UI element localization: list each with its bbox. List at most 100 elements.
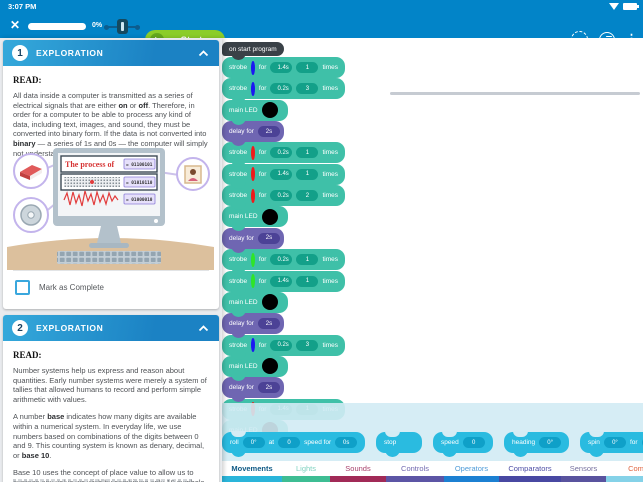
tab-sensors[interactable]: Sensors (569, 464, 598, 473)
color-swatch[interactable] (251, 145, 255, 160)
duration-value[interactable]: 2s (257, 318, 280, 330)
count-value[interactable]: 1 (296, 62, 319, 73)
tab-operators[interactable]: Operators (454, 464, 489, 473)
param-value[interactable]: 0° (242, 437, 265, 448)
color-swatch[interactable] (251, 338, 255, 353)
color-swatch[interactable] (251, 188, 255, 203)
duration-value[interactable]: 2s (257, 232, 280, 244)
duration-value[interactable]: 0.2s (270, 254, 293, 266)
screen-headline: The process of (65, 160, 115, 169)
speed-slider[interactable] (104, 19, 140, 34)
status-bar: 3:07 PM (0, 0, 643, 14)
block-label: for (258, 192, 267, 200)
section-header-2[interactable]: 2 EXPLORATION (3, 315, 219, 341)
block-label: times (322, 192, 338, 200)
color-swatch[interactable] (251, 60, 255, 75)
tab-movements[interactable]: Movements (231, 464, 273, 473)
block-label: strobe (229, 149, 248, 157)
param-value[interactable]: 0s (641, 437, 643, 448)
color-swatch[interactable] (251, 81, 255, 96)
block-label: times (322, 85, 338, 93)
param-value[interactable]: 0° (603, 437, 626, 448)
tab-controls[interactable]: Controls (401, 464, 429, 473)
block-label: strobe (229, 256, 248, 264)
duration-value[interactable]: 2s (257, 382, 280, 394)
block-label: for (258, 64, 267, 71)
duration-value[interactable]: 0.2s (270, 190, 293, 202)
count-value[interactable]: 1 (296, 147, 319, 159)
lesson-paragraph: A number base indicates how many digits … (13, 412, 205, 460)
duration-value[interactable]: 2s (257, 126, 280, 138)
duration-value[interactable]: 1.4s (270, 168, 293, 180)
param-value[interactable]: 0s (335, 437, 358, 448)
count-value[interactable]: 3 (296, 339, 319, 351)
keyboard (57, 251, 161, 264)
count-value[interactable]: 2 (296, 190, 319, 202)
code-block-mainled[interactable]: main LED (222, 355, 288, 381)
color-swatch[interactable] (251, 167, 255, 182)
slider-handle[interactable] (117, 19, 128, 34)
tab-comparators[interactable]: Comparators (508, 464, 552, 473)
color-swatch[interactable] (261, 208, 278, 225)
tab-lights[interactable]: Lights (295, 464, 316, 473)
param-value[interactable]: 0° (539, 437, 562, 448)
code-block-mainled[interactable]: main LED (222, 99, 288, 125)
section-header-1[interactable]: 1 EXPLORATION (3, 40, 219, 66)
palette-scrollbar[interactable] (390, 92, 640, 95)
color-swatch[interactable] (261, 102, 278, 119)
duration-value[interactable]: 0.2s (270, 83, 293, 95)
color-swatch[interactable] (261, 294, 278, 311)
block-label: strobe (229, 85, 248, 93)
code-block-start[interactable]: on start program (222, 42, 284, 60)
block-label: delay for (229, 384, 254, 392)
palette-block-stop[interactable]: stop (376, 431, 423, 457)
count-value[interactable]: 1 (296, 168, 319, 180)
color-swatch[interactable] (251, 274, 255, 288)
param-value[interactable]: 0 (278, 437, 301, 448)
collapse-chevron-icon[interactable] (198, 49, 209, 57)
section-title: EXPLORATION (36, 323, 104, 333)
duration-value[interactable]: 1.4s (270, 62, 293, 73)
block-label: for (629, 439, 638, 446)
duration-value[interactable]: 1.4s (270, 275, 293, 287)
tab-strip-operators (444, 476, 499, 482)
count-value[interactable]: 3 (296, 83, 319, 95)
collapse-chevron-icon[interactable] (198, 324, 209, 332)
block-label: times (322, 149, 338, 157)
tab-comms[interactable]: Comms (628, 464, 643, 473)
count-value[interactable]: 1 (296, 254, 319, 266)
param-value[interactable]: 0 (462, 437, 485, 448)
color-swatch[interactable] (251, 252, 255, 267)
count-value[interactable]: 1 (296, 275, 319, 287)
code-block-mainled[interactable]: main LED (222, 206, 288, 232)
block-label: delay for (229, 234, 254, 242)
read-label: READ: (13, 350, 42, 360)
binary-conversion-illustration: The process of = 01100101 = 01010110 = 0… (7, 148, 214, 270)
tab-sounds[interactable]: Sounds (345, 464, 371, 473)
duration-value[interactable]: 0.2s (270, 339, 293, 351)
close-icon[interactable]: ✕ (10, 18, 21, 32)
mark-complete-checkbox[interactable] (15, 280, 30, 295)
duration-value[interactable]: 0.2s (270, 147, 293, 159)
block-label: strobe (229, 277, 248, 285)
binary-chip-2: = 01010110 (126, 180, 153, 186)
color-swatch[interactable] (261, 358, 278, 375)
code-block-mainled[interactable]: main LED (222, 291, 288, 317)
